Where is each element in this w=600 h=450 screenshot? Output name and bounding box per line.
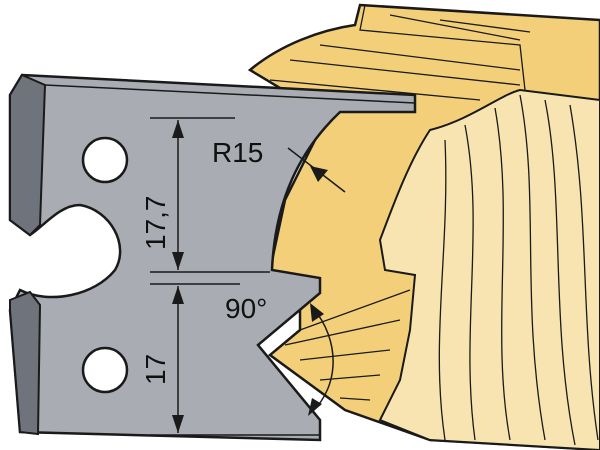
mounting-hole-bottom [81, 346, 129, 394]
knife-bevel-top [9, 73, 47, 237]
knife-bevel-bottom [9, 290, 42, 436]
mounting-hole-top [81, 136, 129, 184]
radius-label: R15 [212, 137, 263, 168]
angle-label: 90° [225, 293, 267, 324]
knife-top-edge [44, 84, 416, 104]
upper-height-label: 17,7 [140, 196, 171, 251]
wood-workpiece [247, 3, 600, 450]
dimensions [150, 117, 346, 436]
lower-height-label: 17 [140, 354, 171, 385]
wood-end-grain [378, 88, 600, 450]
wood-grain-lines [269, 4, 599, 446]
profile-knife [8, 73, 417, 442]
